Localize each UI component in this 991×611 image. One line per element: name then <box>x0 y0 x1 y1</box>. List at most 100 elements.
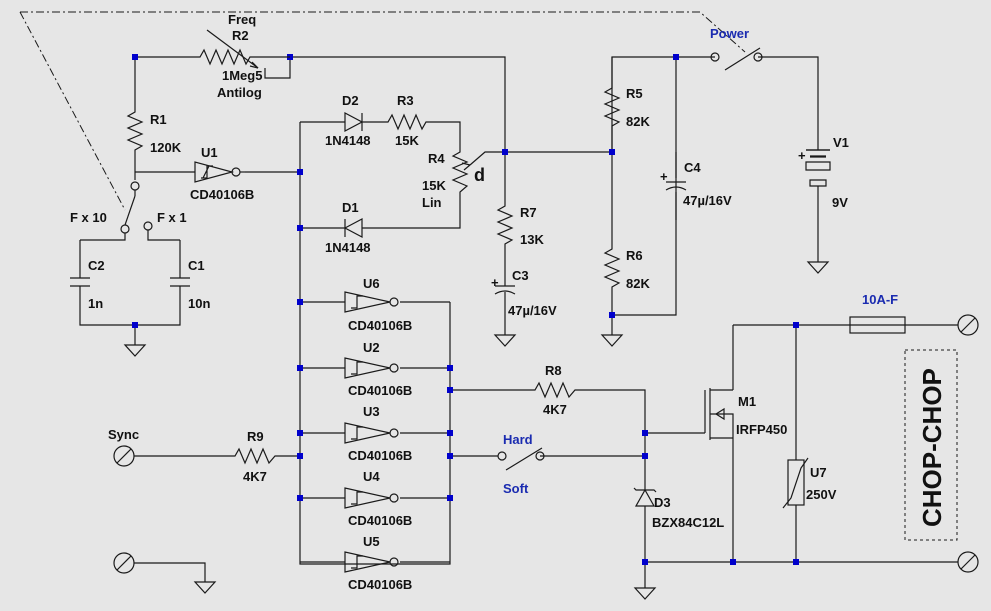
svg-text:Soft: Soft <box>503 481 529 496</box>
junction-dot <box>297 453 303 459</box>
inverter-u5: U5 CD40106B <box>344 534 412 592</box>
svg-text:82K: 82K <box>626 114 650 129</box>
junction-dot <box>447 495 453 501</box>
svg-text:U5: U5 <box>363 534 380 549</box>
svg-text:4K7: 4K7 <box>243 469 267 484</box>
sync-port: Sync <box>108 427 139 467</box>
junction-dot <box>609 312 615 318</box>
svg-text:D2: D2 <box>342 93 359 108</box>
svg-text:15K: 15K <box>395 133 419 148</box>
svg-text:C3: C3 <box>512 268 529 283</box>
svg-text:d: d <box>474 165 485 185</box>
junction-dot <box>609 149 615 155</box>
svg-text:10A-F: 10A-F <box>862 292 898 307</box>
wires <box>79 56 958 588</box>
junction-dot <box>132 322 138 328</box>
svg-text:Power: Power <box>710 26 749 41</box>
resistor-r1: R1 120K <box>126 108 182 155</box>
junction-dot <box>447 365 453 371</box>
svg-text:C4: C4 <box>684 160 701 175</box>
svg-text:1Meg5: 1Meg5 <box>222 68 262 83</box>
svg-text:Lin: Lin <box>422 195 442 210</box>
svg-text:CD40106B: CD40106B <box>190 187 254 202</box>
ground-symbol <box>123 344 147 357</box>
svg-text:R8: R8 <box>545 363 562 378</box>
junction-dot <box>730 559 736 565</box>
svg-text:13K: 13K <box>520 232 544 247</box>
svg-text:1n: 1n <box>88 296 103 311</box>
junction-dot <box>447 453 453 459</box>
ground-symbol <box>600 334 624 347</box>
svg-text:R4: R4 <box>428 151 445 166</box>
junction-dot <box>297 430 303 436</box>
svg-text:Hard: Hard <box>503 432 533 447</box>
svg-text:+: + <box>660 169 668 184</box>
resistor-r9: R9 4K7 <box>230 429 280 484</box>
resistor-r8: R8 4K7 <box>530 363 580 417</box>
junction-dot <box>297 169 303 175</box>
junction-dot <box>297 495 303 501</box>
junction-dot <box>447 430 453 436</box>
junctions <box>132 54 799 565</box>
ground-symbol <box>193 581 217 594</box>
battery-v1: + V1 9V <box>798 135 849 210</box>
svg-text:U4: U4 <box>363 469 380 484</box>
svg-text:+: + <box>491 275 499 290</box>
svg-text:R7: R7 <box>520 205 537 220</box>
junction-dot <box>297 365 303 371</box>
ground-symbol <box>633 587 657 600</box>
zener-diode-d3: D3 BZX84C12L <box>633 478 724 530</box>
capacitor-c2: C2 1n <box>70 258 105 311</box>
resistor-r4-potentiometer: R4 15K Lin d <box>422 148 485 210</box>
resistor-r2-freq: Freq R2 1Meg5 Antilog <box>195 12 290 100</box>
range-switch: F x 10 F x 1 <box>70 181 187 234</box>
svg-text:47µ/16V: 47µ/16V <box>508 303 557 318</box>
svg-text:4K7: 4K7 <box>543 402 567 417</box>
svg-text:CD40106B: CD40106B <box>348 383 412 398</box>
ground-port <box>113 552 135 574</box>
svg-text:C1: C1 <box>188 258 205 273</box>
output-port-top <box>957 314 979 336</box>
svg-text:CD40106B: CD40106B <box>348 577 412 592</box>
inverter-u1: U1 CD40106B <box>190 145 254 202</box>
capacitor-c1: C1 10n <box>170 258 210 311</box>
capacitor-c3: + C3 47µ/16V <box>491 268 557 318</box>
svg-text:Freq: Freq <box>228 12 256 27</box>
svg-text:CHOP-CHOP: CHOP-CHOP <box>917 368 947 527</box>
svg-text:C2: C2 <box>88 258 105 273</box>
svg-text:Sync: Sync <box>108 427 139 442</box>
svg-text:BZX84C12L: BZX84C12L <box>652 515 724 530</box>
varistor-u7: U7 250V <box>782 457 837 509</box>
ground-symbol <box>806 261 830 274</box>
svg-text:IRFP450: IRFP450 <box>736 422 787 437</box>
svg-text:9V: 9V <box>832 195 848 210</box>
svg-text:15K: 15K <box>422 178 446 193</box>
inverter-u4: U4 CD40106B <box>344 469 412 528</box>
svg-text:V1: V1 <box>833 135 849 150</box>
svg-text:F x 10: F x 10 <box>70 210 107 225</box>
svg-text:1N4148: 1N4148 <box>325 240 371 255</box>
svg-text:250V: 250V <box>806 487 837 502</box>
svg-text:R9: R9 <box>247 429 264 444</box>
output-port-bottom <box>957 551 979 573</box>
svg-text:U6: U6 <box>363 276 380 291</box>
svg-text:1N4148: 1N4148 <box>325 133 371 148</box>
fuse: 10A-F <box>849 292 906 334</box>
svg-text:D1: D1 <box>342 200 359 215</box>
junction-dot <box>132 54 138 60</box>
svg-text:R1: R1 <box>150 112 167 127</box>
svg-text:47µ/16V: 47µ/16V <box>683 193 732 208</box>
svg-text:U2: U2 <box>363 340 380 355</box>
diode-d2: D2 1N4148 <box>325 93 371 148</box>
inverter-u3: U3 CD40106B <box>344 404 412 463</box>
junction-dot <box>447 387 453 393</box>
svg-text:Antilog: Antilog <box>217 85 262 100</box>
svg-text:82K: 82K <box>626 276 650 291</box>
svg-text:CD40106B: CD40106B <box>348 513 412 528</box>
svg-text:120K: 120K <box>150 140 182 155</box>
junction-dot <box>793 322 799 328</box>
junction-dot <box>642 453 648 459</box>
resistor-r3: R3 15K <box>385 93 430 148</box>
svg-text:10n: 10n <box>188 296 210 311</box>
ground-symbols <box>123 261 830 600</box>
